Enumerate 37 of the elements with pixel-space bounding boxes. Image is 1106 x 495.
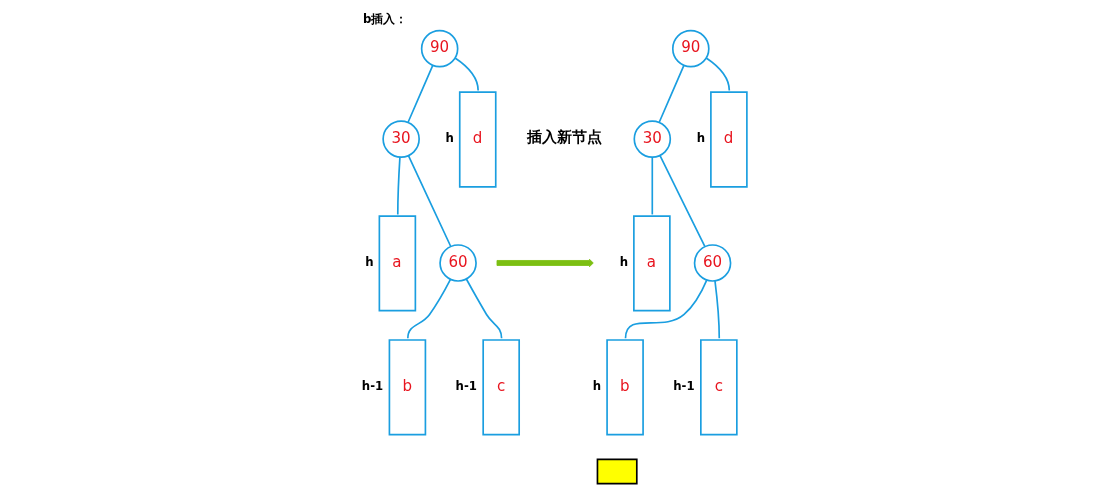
node-box: a xyxy=(632,215,671,312)
connector xyxy=(406,64,434,124)
node-circle: 90 xyxy=(671,29,710,68)
connector xyxy=(650,156,653,216)
node-label: h xyxy=(619,254,628,269)
connector xyxy=(406,278,451,340)
connector xyxy=(465,278,502,340)
node-label: h-1 xyxy=(672,378,695,393)
node-box: c xyxy=(481,339,520,436)
connector xyxy=(624,279,708,340)
node-circle: 60 xyxy=(438,244,477,282)
connector xyxy=(453,57,479,92)
node-circle: 30 xyxy=(381,120,420,158)
diagram-title: b插入： xyxy=(362,12,407,27)
node-label: h xyxy=(364,254,373,269)
node-circle: 30 xyxy=(632,120,671,158)
node-label: h xyxy=(696,130,705,145)
node-label: h xyxy=(592,378,601,393)
node-box: a xyxy=(378,215,416,312)
node-label: h-1 xyxy=(455,378,477,393)
node-box: b xyxy=(388,339,426,436)
node-label: h-1 xyxy=(361,378,383,393)
node-box: c xyxy=(699,339,738,436)
node-box xyxy=(596,458,638,485)
node-box: d xyxy=(709,91,748,188)
node-circle: 60 xyxy=(693,244,731,282)
node-circle: 90 xyxy=(420,29,458,68)
node-box: b xyxy=(605,339,644,436)
connector xyxy=(704,57,730,92)
label: 插入新节点 xyxy=(526,127,602,146)
node-box: d xyxy=(458,91,497,188)
connector xyxy=(657,64,685,124)
connector xyxy=(407,154,452,248)
node-label: h xyxy=(445,130,454,145)
connector xyxy=(396,156,401,216)
connector xyxy=(658,154,706,248)
connector xyxy=(713,280,720,340)
